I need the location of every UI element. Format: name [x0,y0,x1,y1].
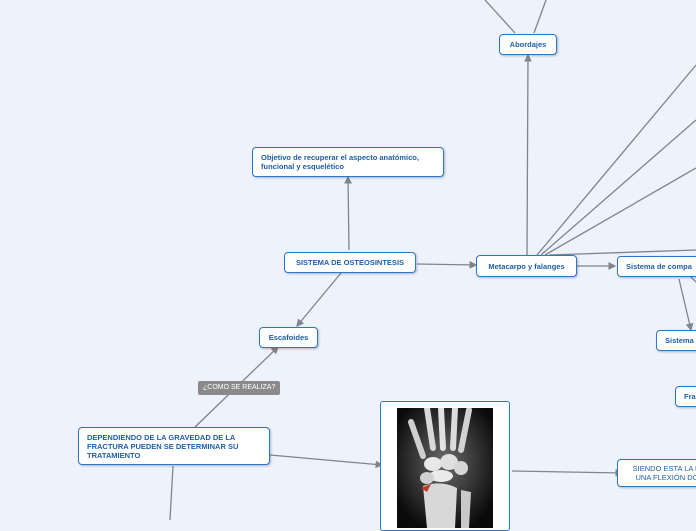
node-sistema-osteosintesis[interactable]: SISTEMA DE OSTEOSINTESIS [284,252,416,273]
line-metacarpo-right2 [540,119,696,256]
line-osteo-metacarpo [416,260,478,269]
node-objetivo[interactable]: Objetivo de recuperar el aspecto anatómi… [252,147,444,177]
line-metacarpo-right3 [544,167,696,256]
node-escafoides[interactable]: Escafoides [259,327,318,348]
line-abordajes-up1 [484,0,516,34]
line-abordajes-up2 [533,0,547,34]
node-fra[interactable]: Fra [675,386,696,407]
node-abordajes[interactable]: Abordajes [499,34,557,55]
image-node[interactable] [380,401,510,531]
line-dep-image [269,454,384,469]
line-compa-right [689,275,696,283]
label-como-se-realiza[interactable]: ¿COMO SE REALIZA? [198,381,281,395]
node-sistema[interactable]: Sistema [656,330,696,351]
node-sistema-compa[interactable]: Sistema de compa [617,256,696,277]
node-metacarpo-falanges[interactable]: Metacarpo y falanges [476,255,577,277]
line-metacarpo-right4 [548,249,696,256]
line-metacarpo-right1 [536,64,696,256]
line-osteo-objetivo [344,175,352,251]
line-osteo-escafoides [296,272,342,328]
xray-image [397,408,493,528]
line-dep-down [169,465,174,520]
node-dependiendo[interactable]: DEPENDIENDO DE LA GRAVEDAD DE LA FRACTUR… [78,427,270,465]
line-compa-sistema [678,278,694,332]
line-image-siendo [511,468,624,477]
line-metacarpo-abordajes [524,53,532,256]
node-siendo[interactable]: SIENDO ESTA LA M UNA FLEXIÓN DO [617,459,696,487]
